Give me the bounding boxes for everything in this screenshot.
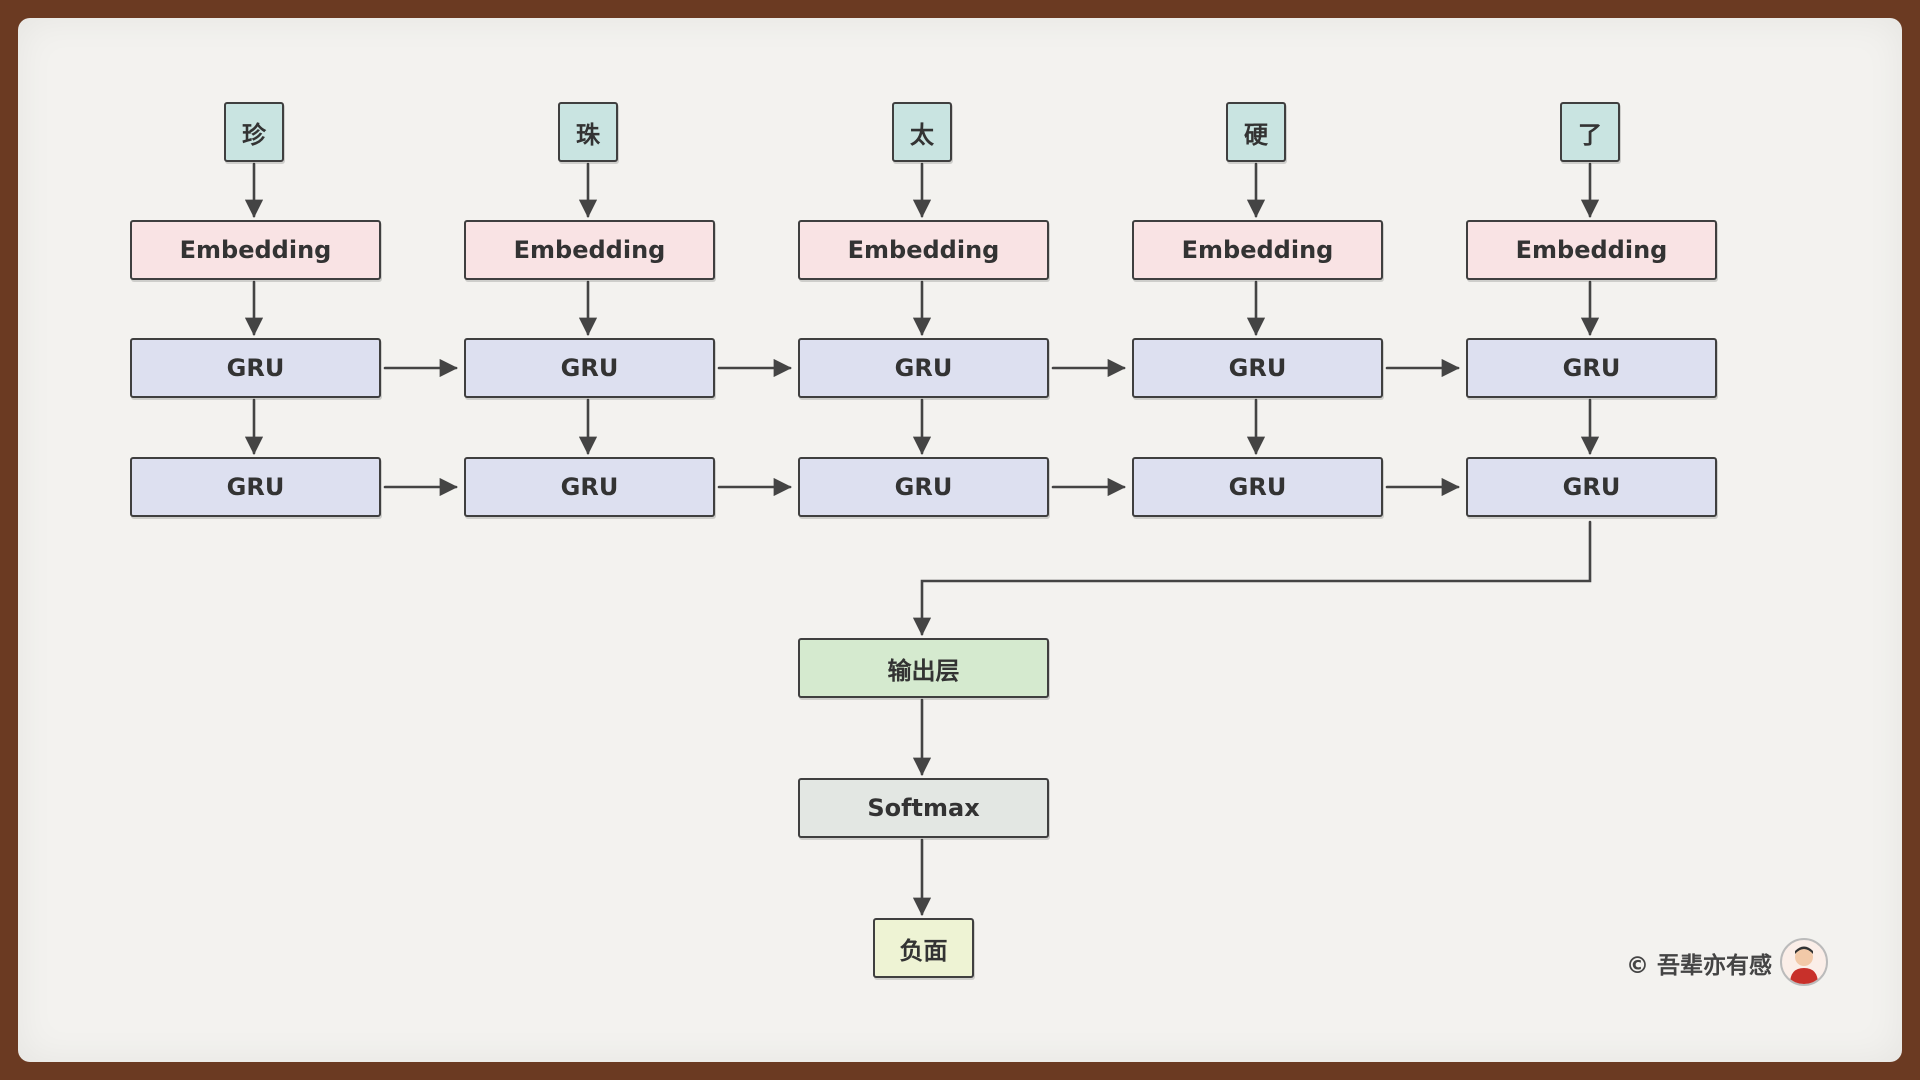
token-3: 太 bbox=[892, 102, 952, 162]
gru-layer1-1: GRU bbox=[130, 338, 381, 398]
token-4: 硬 bbox=[1226, 102, 1286, 162]
embedding-5: Embedding bbox=[1466, 220, 1717, 280]
embedding-2: Embedding bbox=[464, 220, 715, 280]
token-1: 珍 bbox=[224, 102, 284, 162]
canvas-frame bbox=[18, 18, 1902, 1062]
gru-layer2-2: GRU bbox=[464, 457, 715, 517]
embedding-1: Embedding bbox=[130, 220, 381, 280]
avatar-portrait-icon bbox=[1790, 946, 1818, 984]
gru-layer2-4: GRU bbox=[1132, 457, 1383, 517]
gru-layer1-3: GRU bbox=[798, 338, 1049, 398]
embedding-3: Embedding bbox=[798, 220, 1049, 280]
embedding-4: Embedding bbox=[1132, 220, 1383, 280]
gru-layer1-4: GRU bbox=[1132, 338, 1383, 398]
gru-layer1-2: GRU bbox=[464, 338, 715, 398]
gru-layer2-5: GRU bbox=[1466, 457, 1717, 517]
token-2: 珠 bbox=[558, 102, 618, 162]
token-5: 了 bbox=[1560, 102, 1620, 162]
gru-layer1-5: GRU bbox=[1466, 338, 1717, 398]
softmax-layer: Softmax bbox=[798, 778, 1049, 838]
gru-layer2-1: GRU bbox=[130, 457, 381, 517]
result-label: 负面 bbox=[873, 918, 974, 978]
output-layer: 输出层 bbox=[798, 638, 1049, 698]
gru-layer2-3: GRU bbox=[798, 457, 1049, 517]
avatar bbox=[1780, 938, 1828, 986]
copyright-text: © 吾辈亦有感 bbox=[1626, 953, 1773, 979]
arrow-gru-to-output bbox=[912, 520, 1592, 636]
